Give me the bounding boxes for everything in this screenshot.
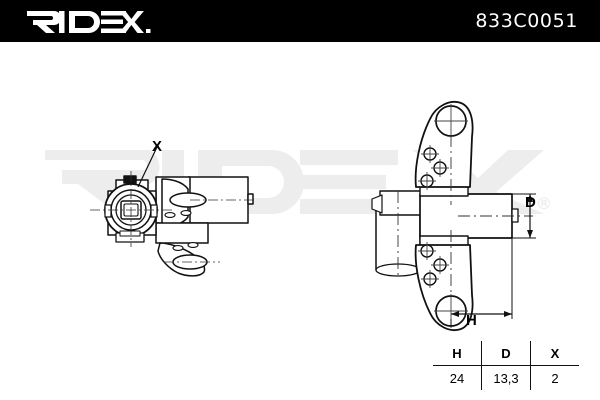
column-header-x: X	[530, 341, 579, 366]
dimension-label-h: H	[466, 312, 477, 329]
cell-d-value: 13,3	[481, 365, 531, 390]
cell-h-value: 24	[433, 365, 482, 390]
sensor-perspective-view	[90, 144, 256, 277]
table-row: 24 13,3 2	[433, 365, 579, 390]
dimensions-table: H D X 24 13,3 2	[432, 340, 580, 391]
dimension-label-d: D	[525, 194, 536, 211]
part-number-label: 833C0051	[475, 10, 578, 32]
registered-mark-icon: ®	[536, 194, 552, 213]
ridex-logo-icon	[27, 11, 151, 33]
header-bar: 833C0051	[0, 0, 600, 42]
column-header-d: D	[481, 341, 531, 366]
dimensions-table-container: H D X 24 13,3 2	[432, 340, 580, 391]
column-header-h: H	[433, 341, 482, 366]
callout-label-x: X	[152, 138, 163, 155]
sensor-plan-view	[371, 101, 536, 331]
table-header-row: H D X	[433, 341, 579, 366]
cell-x-value: 2	[530, 365, 579, 390]
